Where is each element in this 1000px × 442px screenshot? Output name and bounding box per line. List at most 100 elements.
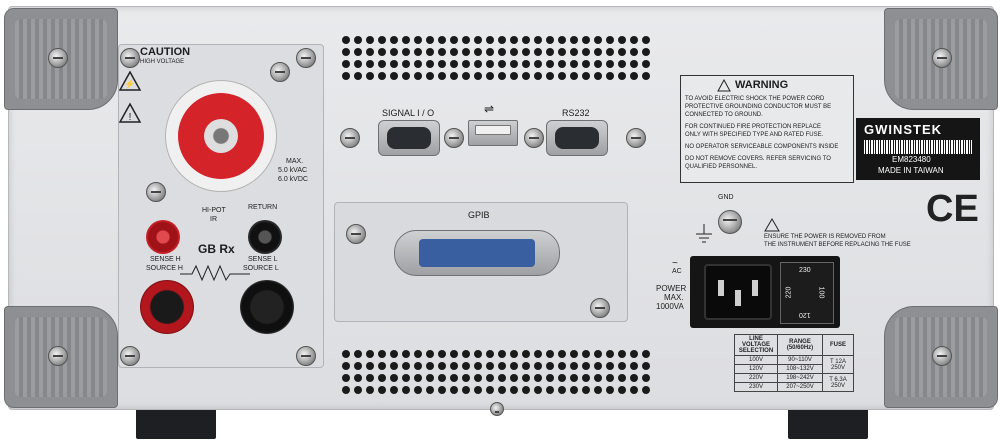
ground-symbol-icon: [696, 224, 712, 243]
iec-socket[interactable]: [704, 264, 772, 320]
warning-triangle-icon: [764, 218, 780, 232]
signal-io-port[interactable]: [378, 120, 440, 156]
gnd-terminal[interactable]: [718, 210, 742, 234]
hipot-output-terminal[interactable]: [165, 80, 277, 192]
vent-hole: [498, 374, 506, 382]
vent-hole: [450, 48, 458, 56]
vent-hole: [510, 374, 518, 382]
vent-hole: [390, 386, 398, 394]
vent-hole: [354, 362, 362, 370]
vent-hole: [558, 72, 566, 80]
vent-hole: [402, 350, 410, 358]
vent-hole: [558, 374, 566, 382]
warning-line: FOR CONTINUED FIRE PROTECTION REPLACE: [685, 124, 822, 130]
brand-name: GWINSTEK: [864, 122, 943, 137]
table-row: 230V 207~250V: [734, 382, 854, 392]
vent-hole: [426, 48, 434, 56]
vent-hole: [546, 60, 554, 68]
vent-hole: [630, 36, 638, 44]
vent-hole: [378, 60, 386, 68]
vent-hole: [462, 350, 470, 358]
warning-line: CONNECTED TO GROUND.: [685, 112, 763, 118]
vent-hole: [450, 362, 458, 370]
vent-hole: [474, 60, 482, 68]
vent-hole: [606, 362, 614, 370]
vent-hole: [510, 362, 518, 370]
vent-hole: [450, 72, 458, 80]
vent-hole: [546, 374, 554, 382]
warning-triangle-icon: !: [118, 102, 142, 123]
vent-hole: [342, 386, 350, 394]
warning-label-box: WARNING TO AVOID ELECTRIC SHOCK THE POWE…: [680, 75, 854, 183]
vent-hole: [534, 60, 542, 68]
vent-hole: [378, 48, 386, 56]
vent-hole: [438, 48, 446, 56]
vent-hole: [366, 350, 374, 358]
vent-hole: [606, 48, 614, 56]
vent-hole: [462, 48, 470, 56]
vent-hole: [642, 362, 650, 370]
vent-hole: [462, 72, 470, 80]
gb-rx-label: GB Rx: [198, 242, 235, 256]
source-l-terminal[interactable]: [240, 280, 294, 334]
vent-hole: [378, 36, 386, 44]
vent-hole: [474, 72, 482, 80]
vent-hole: [618, 350, 626, 358]
ac-label: AC: [672, 268, 682, 275]
vent-hole: [354, 36, 362, 44]
corner-screw: [932, 48, 952, 68]
vent-hole: [618, 48, 626, 56]
vent-hole: [522, 374, 530, 382]
sense-h-terminal[interactable]: [146, 220, 180, 254]
vent-hole: [570, 374, 578, 382]
vent-hole: [390, 48, 398, 56]
vent-hole: [366, 386, 374, 394]
vent-hole: [642, 36, 650, 44]
vent-hole: [462, 60, 470, 68]
made-in-label: MADE IN TAIWAN: [878, 166, 944, 175]
vent-hole: [558, 48, 566, 56]
corner-screw: [48, 48, 68, 68]
vent-hole: [642, 60, 650, 68]
gpib-port[interactable]: [394, 230, 560, 276]
port-screw: [626, 128, 646, 148]
usb-port[interactable]: [468, 120, 518, 146]
gpib-label: GPIB: [468, 210, 490, 220]
vent-hole: [462, 362, 470, 370]
return-terminal[interactable]: [248, 220, 282, 254]
vent-hole: [558, 60, 566, 68]
vent-hole: [570, 362, 578, 370]
vent-hole: [534, 72, 542, 80]
vent-hole: [522, 60, 530, 68]
high-voltage-label: HIGH VOLTAGE: [140, 59, 185, 65]
vent-hole: [582, 60, 590, 68]
port-screw: [524, 128, 544, 148]
vent-hole: [510, 36, 518, 44]
vent-hole: [438, 36, 446, 44]
vent-hole: [570, 48, 578, 56]
vent-hole: [558, 386, 566, 394]
source-h-terminal[interactable]: [140, 280, 194, 334]
vent-hole: [342, 72, 350, 80]
vent-hole: [594, 374, 602, 382]
vent-hole: [630, 386, 638, 394]
vent-hole: [486, 350, 494, 358]
vent-hole: [342, 350, 350, 358]
vent-hole: [354, 350, 362, 358]
power-inlet[interactable]: 230 100 120 220: [690, 256, 840, 328]
warning-line: NO OPERATOR SERVICEABLE COMPONENTS INSID…: [685, 144, 839, 150]
vent-hole: [618, 374, 626, 382]
vent-hole: [570, 60, 578, 68]
vent-hole: [546, 362, 554, 370]
vent-hole: [594, 350, 602, 358]
vent-hole: [642, 72, 650, 80]
vent-hole: [354, 48, 362, 56]
voltage-selector[interactable]: 230 100 120 220: [780, 262, 834, 324]
rs232-port[interactable]: [546, 120, 608, 156]
vent-hole: [618, 36, 626, 44]
vent-hole: [546, 72, 554, 80]
vent-hole: [414, 350, 422, 358]
vent-hole: [546, 48, 554, 56]
vent-hole: [438, 350, 446, 358]
